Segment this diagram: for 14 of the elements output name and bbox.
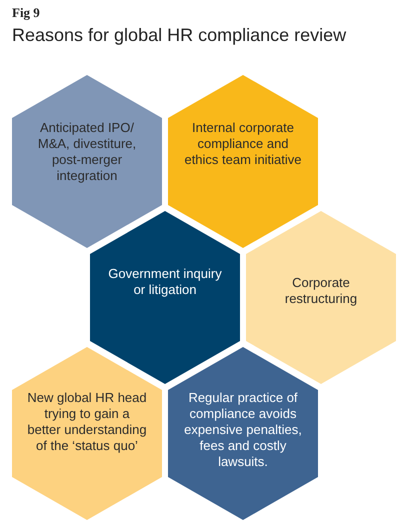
hexagon bbox=[12, 75, 162, 248]
hexagon-text: New global HR head trying to gain a better understanding of the ‘status quo’ bbox=[26, 390, 148, 454]
hexagon-text: Government inquiry or litigation bbox=[107, 266, 223, 298]
hexagon-text: Regular practice of compliance avoids expensive penalties, fees and costly lawsuits. bbox=[183, 390, 303, 470]
hexagon bbox=[168, 347, 318, 520]
diagram-title: Reasons for global HR compliance review bbox=[12, 25, 346, 46]
hexagon bbox=[12, 347, 162, 520]
hexagon bbox=[90, 211, 240, 384]
hexagon bbox=[168, 75, 318, 248]
hexagon bbox=[246, 211, 396, 384]
hexagon-text: Internal corporate compliance and ethics team initiative bbox=[183, 120, 303, 168]
figure-number: Fig 9 bbox=[12, 5, 40, 21]
hexagon-text: Corporate restructuring bbox=[284, 275, 358, 307]
hexagon-text: Anticipated IPO/ M&A, divestiture, post-merger integration bbox=[36, 120, 138, 184]
